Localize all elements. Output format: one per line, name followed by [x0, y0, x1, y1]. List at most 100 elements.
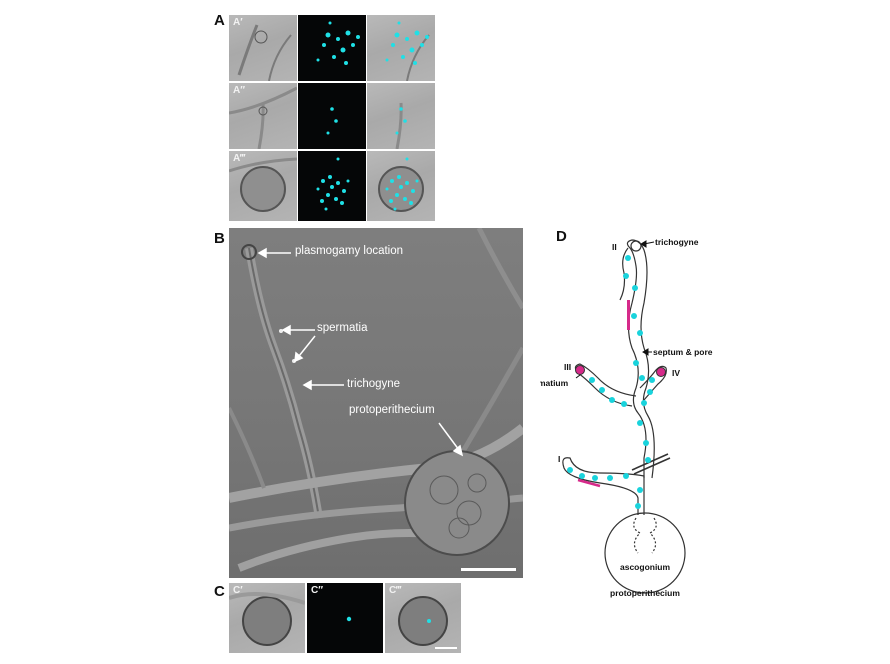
fl-a3-nucleus-1 — [328, 175, 332, 179]
mg-a3-nucleus-6 — [409, 201, 413, 205]
mg-a3-nucleus-1 — [397, 175, 401, 179]
b-label-protoperithecium: protoperithecium — [349, 404, 435, 416]
nuclei-nucleus-13 — [609, 397, 615, 403]
panel-label-b: B — [214, 230, 225, 247]
c3-merge: C‴ — [385, 583, 461, 653]
fl-a1-nucleus-3 — [322, 43, 326, 47]
fl-a1-nucleus-7 — [356, 35, 360, 39]
nuclei-nucleus-15 — [589, 377, 595, 383]
panel-b-micrograph: plasmogamy location spermatia trichogyne… — [229, 228, 523, 578]
a3-merge — [367, 151, 435, 221]
a1-fluorescence — [298, 15, 366, 81]
fl-a1-nucleus-1 — [336, 37, 340, 41]
mg-a2-nucleus-0 — [399, 107, 403, 111]
d-label-septum: septum & pore — [653, 347, 713, 357]
a2-label: A″ — [233, 85, 246, 96]
nuclei-nucleus-23 — [623, 473, 629, 479]
fl-a1-nucleus-6 — [332, 55, 336, 59]
mg-a1-nucleus-2 — [414, 30, 420, 36]
d-label-trichogyne: trichogyne — [655, 237, 699, 247]
a3-fluorescence — [298, 151, 366, 221]
c1-label: C′ — [233, 585, 243, 596]
b-label-trichogyne: trichogyne — [347, 378, 401, 390]
mg-a2-nucleus-2 — [395, 131, 399, 135]
fl-a1-nucleus-4 — [340, 47, 346, 53]
mg-a1-nucleus-10 — [397, 21, 401, 25]
fl-a1-nucleus-5 — [351, 43, 355, 47]
fl-a3-nucleus-10 — [324, 207, 328, 211]
a3-label: A‴ — [233, 153, 246, 164]
mg-a3-nucleus-0 — [390, 179, 394, 183]
a1-label: A′ — [233, 17, 243, 28]
mg-a1-nucleus-6 — [401, 55, 405, 59]
nuclei-nucleus-3 — [631, 313, 637, 319]
mg-a3-nucleus-3 — [411, 189, 415, 193]
d-label-protoperithecium: protoperithecium — [610, 588, 680, 598]
nuclei-nucleus-20 — [579, 473, 585, 479]
panel-label-d: D — [556, 228, 567, 245]
mg-a1-nucleus-5 — [420, 43, 424, 47]
nuclei-nucleus-16 — [621, 401, 627, 407]
mg-a3-nucleus-9 — [415, 179, 419, 183]
c2-nucleus — [346, 616, 352, 622]
nuclei-nucleus-9 — [643, 440, 649, 446]
fl-a2-nucleus-2 — [326, 131, 330, 135]
a2-brightfield: A″ — [229, 83, 297, 149]
fl-a3-nucleus-3 — [342, 189, 346, 193]
nuclei-nucleus-0 — [625, 255, 631, 261]
mg-a1-nucleus-8 — [385, 58, 389, 62]
fl-a3-nucleus-0 — [321, 179, 325, 183]
mg-a1-nucleus-4 — [409, 47, 415, 53]
d-label-roman-4: IV — [672, 368, 681, 378]
b-label-spermatia: spermatia — [317, 322, 368, 334]
d-label-spermatium: spermatium — [540, 378, 569, 388]
d-label-roman-2: II — [612, 242, 617, 252]
mg-a1-nucleus-9 — [413, 61, 417, 65]
nuclei-nucleus-7 — [641, 400, 647, 406]
nuclei-nucleus-18 — [647, 389, 653, 395]
fl-a3-nucleus-6 — [340, 201, 344, 205]
fl-a3-nucleus-8 — [330, 185, 334, 189]
fl-a2-nucleus-1 — [334, 119, 338, 123]
nuclei-nucleus-12 — [635, 503, 641, 509]
mg-a3-nucleus-7 — [389, 199, 393, 203]
mg-a3-nucleus-4 — [395, 193, 399, 197]
nuclei-nucleus-10 — [645, 457, 651, 463]
mg-a3-nucleus-8 — [399, 185, 403, 189]
nuclei-nucleus-22 — [607, 475, 613, 481]
mg-a1-nucleus-7 — [425, 35, 429, 39]
fl-a3-nucleus-11 — [336, 157, 340, 161]
mg-a1-nucleus-0 — [394, 32, 400, 38]
fl-a3-nucleus-7 — [320, 199, 324, 203]
a1-merge — [367, 15, 435, 81]
nuclei-nucleus-14 — [599, 387, 605, 393]
mg-a3-nucleus-5 — [403, 197, 407, 201]
b-label-plasmogamy: plasmogamy location — [295, 245, 404, 257]
d-label-roman-3: III — [564, 362, 572, 372]
fl-a3-nucleus-5 — [334, 197, 338, 201]
d-label-ascogonium: ascogonium — [620, 562, 671, 572]
fl-a1-nucleus-9 — [344, 61, 348, 65]
c2-label: C″ — [311, 585, 324, 596]
panel-label-c: C — [214, 583, 225, 600]
fl-a3-nucleus-4 — [326, 193, 330, 197]
nuclei-nucleus-19 — [567, 467, 573, 473]
nuclei-nucleus-8 — [637, 420, 643, 426]
fl-a3-nucleus-9 — [346, 179, 350, 183]
fl-a1-nucleus-0 — [325, 32, 331, 38]
c3-label: C‴ — [389, 585, 402, 596]
nuclei-nucleus-2 — [632, 285, 638, 291]
mg-a3-nucleus-10 — [393, 207, 397, 211]
fl-a1-nucleus-8 — [316, 58, 320, 62]
a2-fluorescence — [298, 83, 366, 149]
nuclei-nucleus-21 — [592, 475, 598, 481]
d-label-roman-1: I — [558, 454, 561, 464]
fl-a1-nucleus-2 — [345, 30, 351, 36]
mg-a3-nucleus-12 — [385, 187, 389, 191]
fl-a1-nucleus-10 — [328, 21, 332, 25]
c2-fluorescence: C″ — [307, 583, 383, 653]
mg-a3-nucleus-11 — [405, 157, 409, 161]
c1-brightfield: C′ — [229, 583, 305, 653]
a1-brightfield: A′ — [229, 15, 297, 81]
nuclei-nucleus-5 — [633, 360, 639, 366]
